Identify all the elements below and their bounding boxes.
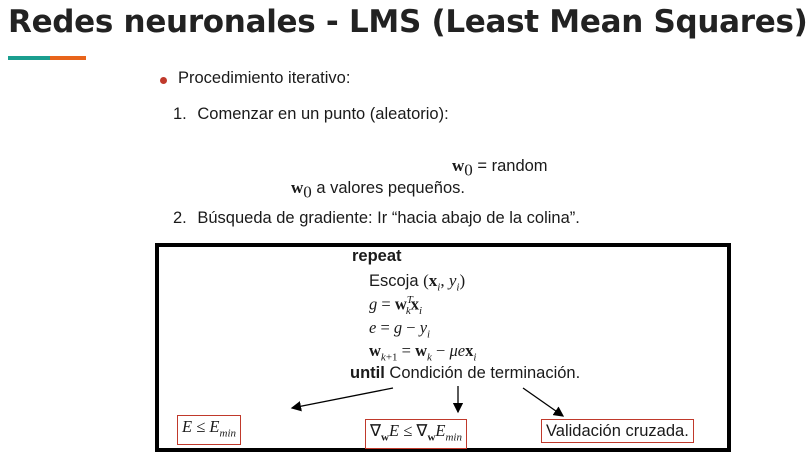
step-1: 1. Comenzar en un punto (aleatorio): bbox=[173, 105, 449, 124]
step-1-number: 1. bbox=[173, 105, 187, 123]
step-2: 2. Búsqueda de gradiente: Ir “hacia abaj… bbox=[173, 209, 580, 228]
criterion-error-threshold: E ≤ Emin bbox=[177, 415, 241, 446]
choose-word: Escoja bbox=[369, 272, 419, 290]
title-accent-teal bbox=[8, 56, 50, 60]
step-2-text: Búsqueda de gradiente: Ir “hacia abajo d… bbox=[197, 209, 580, 227]
init-equation: w0 = random bbox=[452, 156, 548, 180]
criterion-gradient-threshold: ∇wE ≤ ∇wEmin bbox=[365, 419, 467, 450]
algorithm-box bbox=[155, 243, 731, 452]
until-text: Condición de terminación. bbox=[389, 364, 581, 382]
w-subscript: 0 bbox=[464, 160, 473, 180]
algo-line-update: wk+1 = wk − μexi bbox=[369, 341, 477, 364]
w-symbol: w bbox=[452, 156, 465, 175]
criterion-cross-validation: Validación cruzada. bbox=[541, 419, 694, 443]
repeat-keyword: repeat bbox=[352, 247, 402, 265]
algo-line-choose: Escoja (xi, yi) bbox=[369, 271, 465, 293]
w0-subscript: 0 bbox=[303, 182, 312, 202]
bullet-text: Procedimiento iterativo: bbox=[178, 69, 351, 87]
init-note: w0 a valores pequeños. bbox=[291, 178, 465, 202]
w0-symbol: w bbox=[291, 178, 304, 197]
bullet-dot bbox=[160, 77, 167, 84]
init-rhs: = random bbox=[477, 157, 548, 175]
algo-line-g: g = wTkxi bbox=[369, 294, 423, 317]
arrow-to-cross-validation bbox=[522, 387, 565, 417]
slide-title: Redes neuronales - LMS (Least Mean Squar… bbox=[8, 4, 806, 40]
algo-line-until: until Condición de terminación. bbox=[350, 364, 580, 383]
arrow-to-error-threshold bbox=[290, 387, 394, 412]
step-1-text: Comenzar en un punto (aleatorio): bbox=[197, 105, 449, 123]
step-2-number: 2. bbox=[173, 209, 187, 227]
algo-line-e: e = g − yi bbox=[369, 318, 431, 341]
choose-expr: (xi, yi) bbox=[423, 271, 466, 294]
title-accent-orange bbox=[50, 56, 86, 60]
until-keyword: until bbox=[350, 364, 385, 382]
init-note-text: a valores pequeños. bbox=[311, 179, 465, 197]
